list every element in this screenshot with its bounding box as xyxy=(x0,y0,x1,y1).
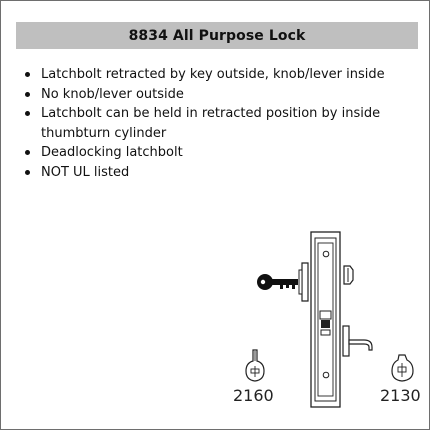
product-title: 8834 All Purpose Lock xyxy=(16,22,418,49)
inside-trim-label: 2130 xyxy=(380,386,421,405)
feature-item: NOT UL listed xyxy=(23,163,418,183)
lever-handle-icon xyxy=(342,325,373,357)
key-icon xyxy=(257,274,298,290)
thumbturn-escutcheon-icon xyxy=(391,354,414,382)
outside-cylinder-icon xyxy=(298,262,309,302)
outside-trim-label: 2160 xyxy=(233,386,274,405)
cylinder-escutcheon-icon xyxy=(245,349,265,382)
feature-item: No knob/lever outside xyxy=(23,85,418,105)
feature-item: Latchbolt can be held in retracted posit… xyxy=(23,104,418,143)
feature-item: Latchbolt retracted by key outside, knob… xyxy=(23,65,418,85)
mortise-lock-body-icon xyxy=(310,231,341,408)
feature-list: Latchbolt retracted by key outside, knob… xyxy=(23,65,418,182)
feature-item: Deadlocking latchbolt xyxy=(23,143,418,163)
thumbturn-icon xyxy=(343,265,354,285)
